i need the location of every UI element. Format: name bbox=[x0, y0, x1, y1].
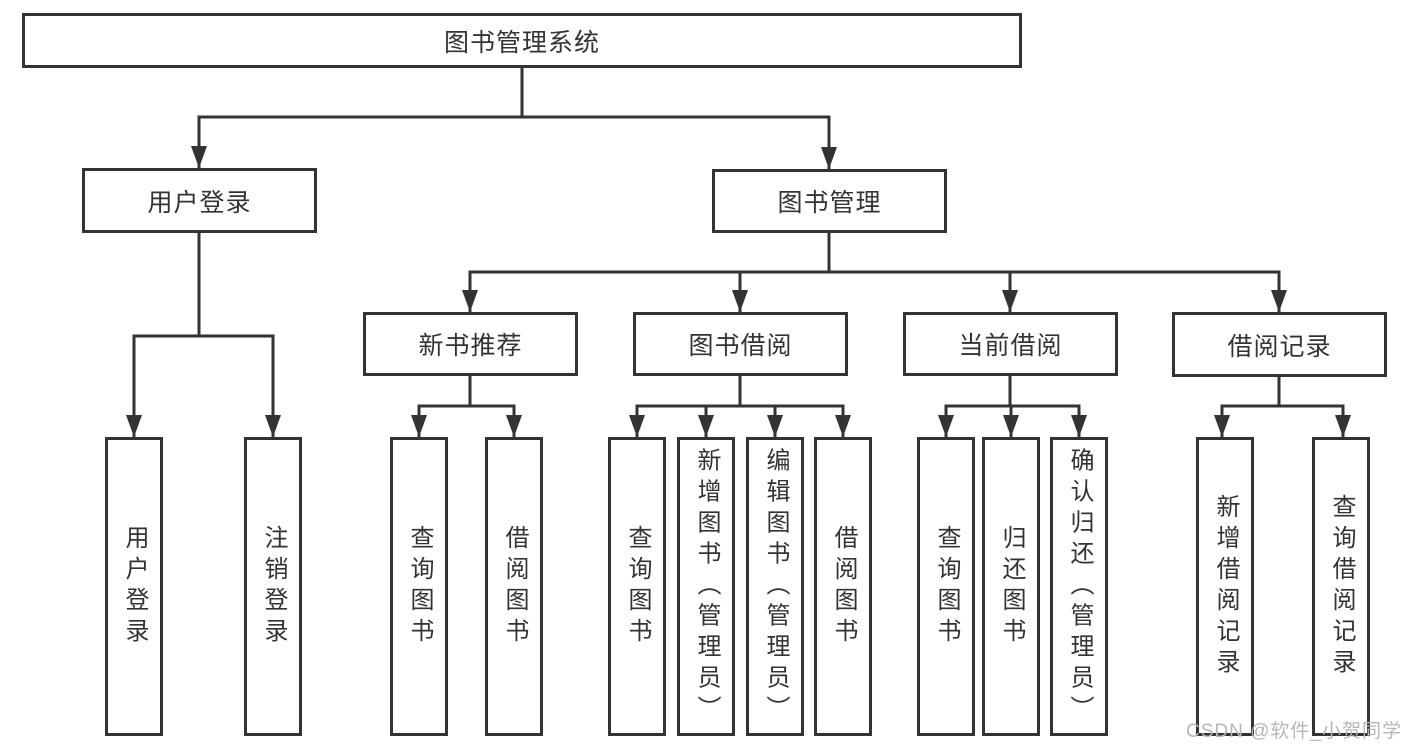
leaf-nbr-query-books: 查询图书 bbox=[390, 437, 448, 736]
leaf-label: 查询图书 bbox=[406, 524, 433, 649]
leaf-br-query-record: 查询借阅记录 bbox=[1312, 437, 1370, 736]
leaf-label: 新增图书（管理员） bbox=[693, 447, 720, 726]
leaf-label: 借阅图书 bbox=[501, 524, 528, 649]
leaf-label: 注销登录 bbox=[260, 524, 287, 649]
leaf-user-login: 用户登录 bbox=[105, 437, 163, 736]
leaf-bb-borrow-books: 借阅图书 bbox=[814, 437, 872, 736]
node-book-management: 图书管理 bbox=[712, 169, 947, 233]
leaf-label: 新增借阅记录 bbox=[1212, 493, 1239, 680]
csdn-watermark: CSDN @软件_小贺同学 bbox=[1186, 721, 1402, 742]
leaf-label: 确认归还（管理员） bbox=[1066, 447, 1093, 726]
node-current-borrow: 当前借阅 bbox=[903, 312, 1118, 376]
leaf-label: 查询借阅记录 bbox=[1328, 493, 1355, 680]
node-new-book-recommend: 新书推荐 bbox=[363, 312, 578, 376]
leaf-label: 借阅图书 bbox=[830, 524, 857, 649]
leaf-bb-add-books-admin: 新增图书（管理员） bbox=[677, 437, 735, 736]
leaf-cb-query-books: 查询图书 bbox=[917, 437, 975, 736]
leaf-bb-edit-books-admin: 编辑图书（管理员） bbox=[746, 437, 804, 736]
leaf-bb-query-books: 查询图书 bbox=[608, 437, 666, 736]
leaf-nbr-borrow-books: 借阅图书 bbox=[485, 437, 543, 736]
leaf-cb-confirm-return-admin: 确认归还（管理员） bbox=[1050, 437, 1108, 736]
node-user-login: 用户登录 bbox=[82, 168, 317, 233]
leaf-label: 查询图书 bbox=[624, 524, 651, 649]
leaf-br-add-record: 新增借阅记录 bbox=[1196, 437, 1254, 736]
leaf-label: 归还图书 bbox=[998, 524, 1025, 649]
node-borrow-records: 借阅记录 bbox=[1172, 312, 1387, 377]
leaf-label: 查询图书 bbox=[933, 524, 960, 649]
leaf-label: 用户登录 bbox=[121, 524, 148, 649]
leaf-label: 编辑图书（管理员） bbox=[762, 447, 789, 726]
leaf-cb-return-books: 归还图书 bbox=[982, 437, 1040, 736]
node-book-borrow: 图书借阅 bbox=[633, 312, 848, 376]
leaf-logout: 注销登录 bbox=[244, 437, 302, 736]
node-root: 图书管理系统 bbox=[22, 13, 1022, 68]
